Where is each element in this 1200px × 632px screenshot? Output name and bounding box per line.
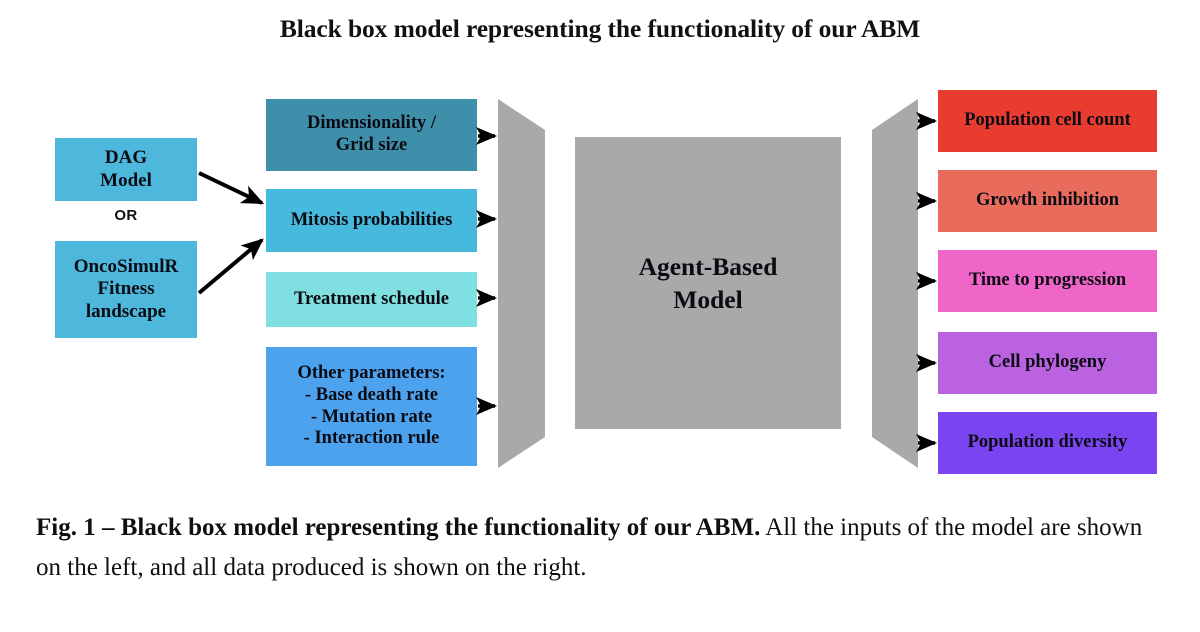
- figure-title: Black box model representing the functio…: [279, 14, 921, 43]
- input-dimensionality-line-1: Dimensionality /: [307, 113, 436, 134]
- source-box-dag-model[interactable]: DAG Model: [55, 138, 197, 201]
- figure-caption-bold: Fig. 1 – Black box model representing th…: [36, 514, 761, 541]
- input-other-title: Other parameters:: [297, 362, 446, 383]
- input-box-mitosis-probabilities[interactable]: Mitosis probabilities: [266, 189, 477, 252]
- input-mitosis-label: Mitosis probabilities: [290, 209, 453, 230]
- input-box-other-parameters[interactable]: Other parameters: - Base death rate - Mu…: [266, 347, 477, 466]
- output-growth-inhibition-label: Growth inhibition: [975, 190, 1120, 211]
- output-box-population-cell-count[interactable]: Population cell count: [938, 90, 1157, 152]
- output-population-cell-count-label: Population cell count: [964, 110, 1131, 131]
- input-other-item-3: - Interaction rule: [303, 428, 440, 449]
- arrow-dag-model-to-mitosis: [198, 171, 265, 205]
- output-cell-phylogeny-label: Cell phylogeny: [988, 352, 1107, 373]
- input-box-dimensionality-grid-size[interactable]: Dimensionality / Grid size: [266, 99, 477, 171]
- source-onco-line-1: OncoSimulR: [73, 255, 179, 277]
- input-funnel-shape: [498, 99, 545, 468]
- agent-based-model-box[interactable]: Agent-Based Model: [575, 137, 841, 429]
- output-box-cell-phylogeny[interactable]: Cell phylogeny: [938, 332, 1157, 394]
- figure-caption: Fig. 1 – Black box model representing th…: [36, 508, 1172, 587]
- input-other-item-1: - Base death rate: [304, 384, 439, 405]
- output-box-population-diversity[interactable]: Population diversity: [938, 412, 1157, 474]
- source-dag-line-2: Model: [100, 169, 152, 191]
- figure-caption-rest: All the inputs of the model are shown on…: [36, 514, 1143, 581]
- input-treatment-label: Treatment schedule: [293, 288, 449, 309]
- abm-line-2: Model: [673, 285, 743, 314]
- output-box-time-to-progression[interactable]: Time to progression: [938, 250, 1157, 312]
- input-dimensionality-line-2: Grid size: [335, 135, 408, 155]
- source-onco-line-2: Fitness: [97, 278, 155, 300]
- abm-line-1: Agent-Based: [638, 251, 778, 281]
- output-population-diversity-label: Population diversity: [967, 432, 1128, 453]
- output-box-growth-inhibition[interactable]: Growth inhibition: [938, 170, 1157, 232]
- output-funnel-shape: [872, 99, 918, 468]
- source-box-oncosimulr-fitness-landscape[interactable]: OncoSimulR Fitness landscape: [55, 241, 197, 338]
- or-label: OR: [114, 207, 138, 224]
- source-dag-line-1: DAG: [104, 147, 148, 169]
- output-time-to-progression-label: Time to progression: [968, 270, 1127, 291]
- source-onco-line-3: landscape: [85, 300, 167, 322]
- input-other-item-2: - Mutation rate: [310, 406, 433, 427]
- input-box-treatment-schedule[interactable]: Treatment schedule: [266, 272, 477, 327]
- arrow-oncosimulr-to-mitosis: [197, 238, 264, 295]
